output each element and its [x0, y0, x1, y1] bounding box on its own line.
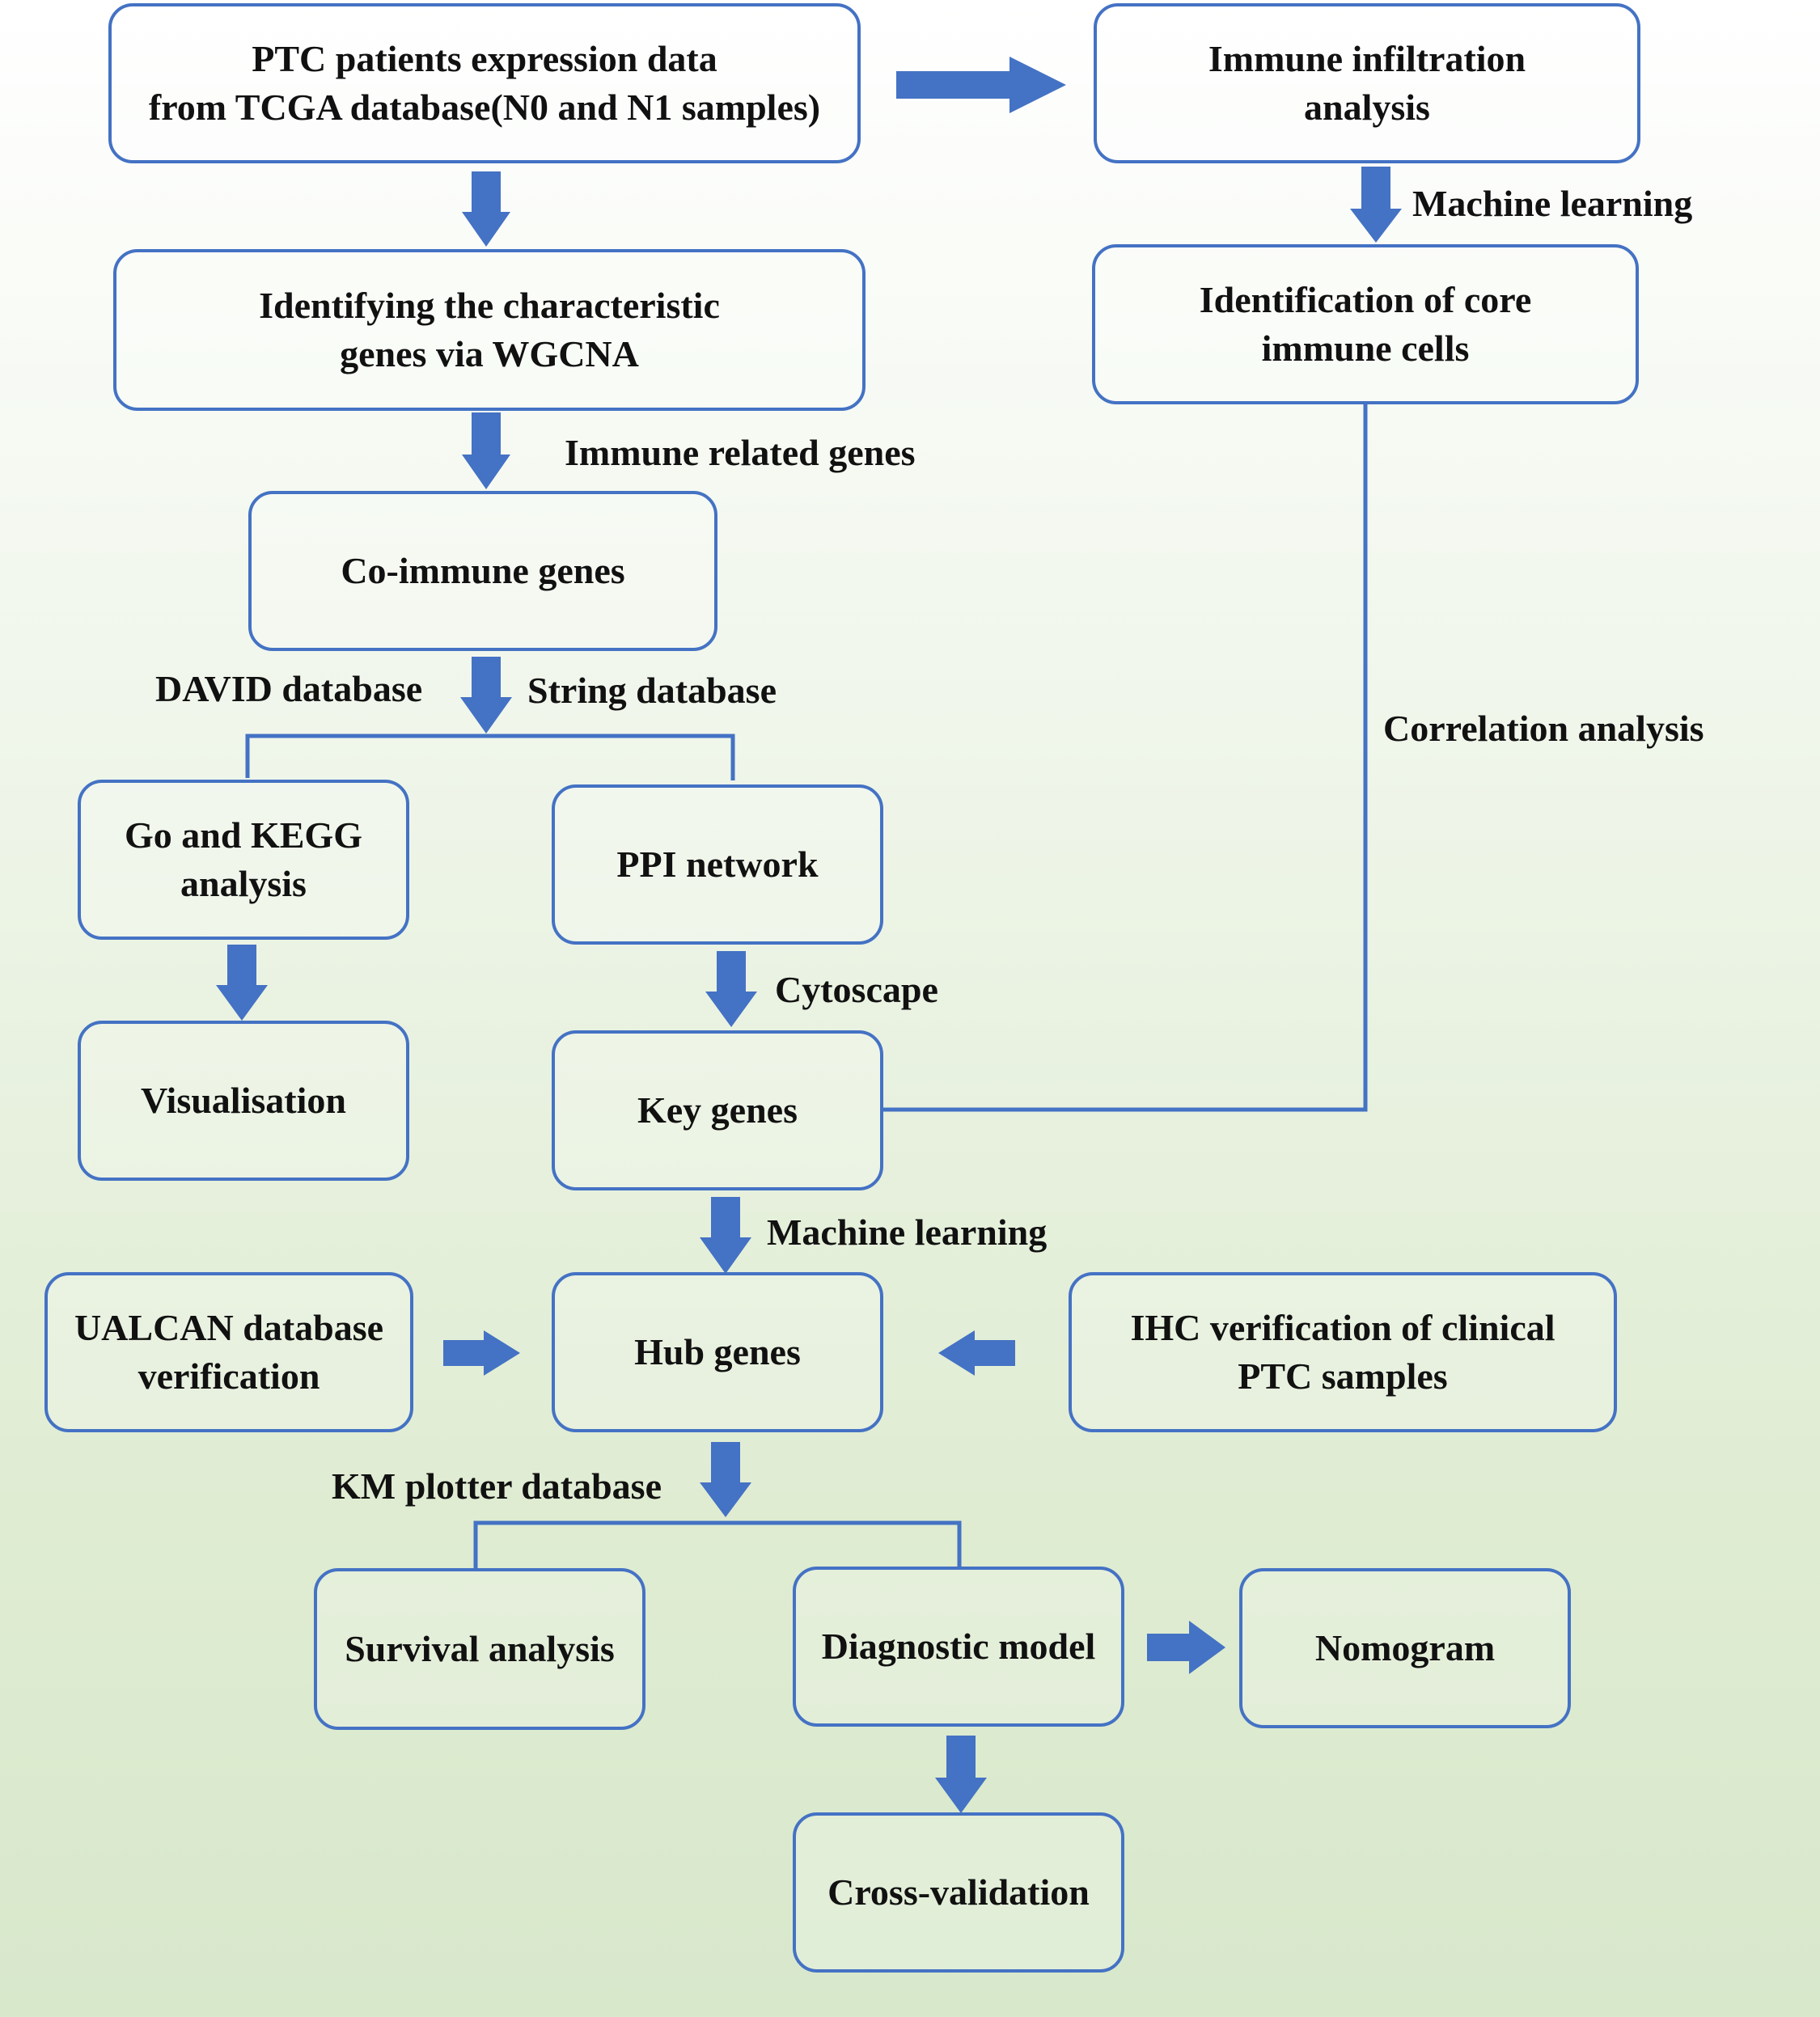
immune-infiltration-box: Immune infiltration analysis	[1094, 3, 1640, 163]
hub-genes-box: Hub genes	[552, 1272, 883, 1432]
visualisation-text: Visualisation	[141, 1080, 346, 1121]
label-string-database: String database	[527, 670, 777, 711]
ihc-verification-box: IHC verification of clinical PTC samples	[1069, 1272, 1617, 1432]
go-kegg-text: Go and KEGG analysis	[125, 814, 362, 904]
arrow-infiltration-to-core	[1350, 167, 1402, 243]
arrow-tcga-to-wgcna	[462, 171, 510, 247]
visualisation-box: Visualisation	[78, 1021, 409, 1181]
diagnostic-model-box: Diagnostic model	[793, 1567, 1124, 1727]
split-line-top	[245, 734, 735, 780]
correlation-line	[883, 404, 1368, 1112]
label-km-plotter-database: KM plotter database	[332, 1465, 662, 1507]
arrow-diagnostic-to-crossval	[935, 1736, 987, 1813]
wgcna-text: Identifying the characteristic genes via…	[259, 285, 720, 374]
split-line-bottom	[473, 1520, 962, 1569]
arrow-ihc-to-hub	[938, 1330, 1015, 1376]
ppi-network-box: PPI network	[552, 784, 883, 945]
arrow-tcga-to-infiltration	[896, 57, 1066, 113]
arrow-wgcna-to-coimmune	[462, 412, 510, 489]
arrow-key-to-hub	[700, 1197, 751, 1274]
core-immune-cells-box: Identification of core immune cells	[1092, 244, 1639, 404]
immune-infiltration-text: Immune infiltration analysis	[1208, 38, 1526, 128]
label-immune-related-genes: Immune related genes	[565, 432, 916, 473]
co-immune-genes-text: Co-immune genes	[341, 550, 625, 591]
arrow-hub-to-split	[700, 1442, 751, 1517]
arrow-ualcan-to-hub	[443, 1330, 520, 1376]
key-genes-box: Key genes	[552, 1030, 883, 1190]
cross-validation-box: Cross-validation	[793, 1812, 1124, 1973]
core-immune-cells-text: Identification of core immune cells	[1199, 279, 1532, 369]
label-machine-learning-top: Machine learning	[1412, 183, 1693, 224]
arrow-coimmune-to-split	[460, 657, 512, 734]
label-david-database: DAVID database	[155, 668, 423, 709]
survival-analysis-text: Survival analysis	[345, 1628, 615, 1669]
diagnostic-model-text: Diagnostic model	[821, 1626, 1096, 1667]
label-machine-learning-mid: Machine learning	[767, 1211, 1048, 1253]
key-genes-text: Key genes	[637, 1089, 798, 1131]
co-immune-genes-box: Co-immune genes	[248, 491, 717, 651]
go-kegg-box: Go and KEGG analysis	[78, 780, 409, 940]
nomogram-box: Nomogram	[1239, 1568, 1571, 1728]
label-correlation-analysis: Correlation analysis	[1383, 708, 1704, 749]
ppi-network-text: PPI network	[616, 844, 819, 885]
arrow-diagnostic-to-nomogram	[1147, 1621, 1225, 1674]
arrow-gokegg-to-visualisation	[216, 945, 268, 1021]
ualcan-text: UALCAN database verification	[74, 1307, 384, 1397]
label-cytoscape: Cytoscape	[775, 969, 938, 1010]
survival-analysis-box: Survival analysis	[314, 1568, 645, 1730]
tcga-data-text: PTC patients expression data from TCGA d…	[148, 38, 821, 128]
arrow-ppi-to-key	[705, 951, 757, 1027]
hub-genes-text: Hub genes	[634, 1331, 801, 1372]
nomogram-text: Nomogram	[1314, 1627, 1496, 1668]
wgcna-box: Identifying the characteristic genes via…	[113, 249, 866, 411]
cross-validation-text: Cross-validation	[827, 1871, 1090, 1913]
tcga-data-box: PTC patients expression data from TCGA d…	[108, 3, 861, 163]
ualcan-box: UALCAN database verification	[44, 1272, 413, 1432]
ihc-verification-text: IHC verification of clinical PTC samples	[1130, 1307, 1555, 1397]
